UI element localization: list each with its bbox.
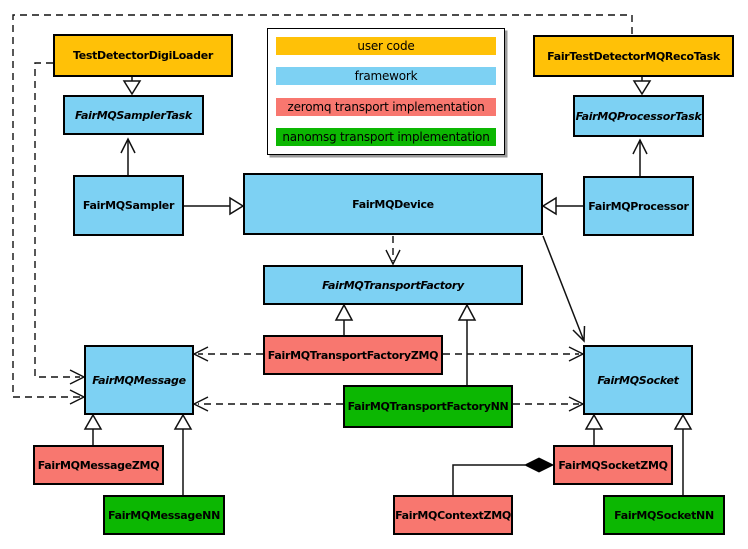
arrowhead-into-transportfactory-top	[385, 249, 401, 266]
legend-item-nanomsg: nanomsg transport implementation	[276, 127, 496, 146]
arrowhead-into-socket-left-upper	[568, 346, 585, 362]
node-fairmqsamplertask: FairMQSamplerTask	[63, 95, 204, 135]
triangle-at-message-bottom-right	[173, 413, 193, 430]
node-fairtestdetectormqrecotask: FairTestDetectorMQRecoTask	[533, 35, 734, 77]
node-testdetectordigiloader: TestDetectorDigiLoader	[53, 34, 233, 77]
node-fairmqtransportfactoryzmq: FairMQTransportFactoryZMQ	[263, 335, 443, 375]
arrowhead-into-message-right-lower	[192, 396, 209, 412]
node-fairmqsocket: FairMQSocket	[583, 345, 693, 415]
arrowhead-into-socket-left-lower	[568, 396, 585, 412]
legend: user code framework zeromq transport imp…	[267, 28, 505, 155]
node-fairmqprocessor: FairMQProcessor	[583, 176, 694, 236]
triangle-at-socket-bottom-right	[673, 413, 693, 430]
arrowhead-into-socket-top	[572, 325, 586, 343]
node-fairmqtransportfactory: FairMQTransportFactory	[263, 265, 523, 305]
edge-device-to-socket-diagonal	[542, 235, 585, 342]
triangle-at-device-left	[229, 196, 245, 216]
triangle-at-transportfactory-bottom-left	[334, 303, 354, 321]
arrowhead-into-processortask	[632, 138, 648, 155]
node-fairmqmessagezmq: FairMQMessageZMQ	[33, 445, 164, 485]
composition-diamond-at-socketzmq	[523, 457, 555, 473]
node-fairmqdevice: FairMQDevice	[243, 173, 543, 235]
legend-item-user-code: user code	[276, 37, 496, 55]
node-fairmqsocketzmq: FairMQSocketZMQ	[553, 445, 673, 485]
legend-item-zeromq: zeromq transport implementation	[276, 97, 496, 116]
node-fairmqmessage: FairMQMessage	[84, 345, 194, 415]
node-fairmqtransportfactorynn: FairMQTransportFactoryNN	[343, 385, 513, 428]
triangle-at-samplertask-top	[122, 80, 142, 96]
node-fairmqcontextzmq: FairMQContextZMQ	[393, 495, 513, 535]
triangle-at-processortask-top	[632, 80, 652, 96]
legend-item-framework: framework	[276, 67, 496, 86]
node-fairmqprocessortask: FairMQProcessorTask	[573, 95, 704, 137]
arrowhead-into-message-right-upper	[192, 346, 209, 362]
node-fairmqsampler: FairMQSampler	[73, 175, 184, 236]
arrowhead-into-message-left-lower	[69, 389, 86, 405]
arrowhead-into-message-left-upper	[69, 369, 86, 385]
node-fairmqsocketnn: FairMQSocketNN	[603, 495, 725, 535]
arrowhead-into-samplertask	[120, 137, 136, 154]
edge-contextzmq-to-socketzmq	[452, 464, 525, 495]
triangle-at-transportfactory-bottom-right	[457, 303, 477, 321]
triangle-at-message-bottom-left	[83, 413, 103, 430]
triangle-at-socket-bottom-left	[584, 413, 604, 430]
node-fairmqmessagenn: FairMQMessageNN	[103, 495, 225, 535]
triangle-at-device-right	[541, 196, 557, 216]
